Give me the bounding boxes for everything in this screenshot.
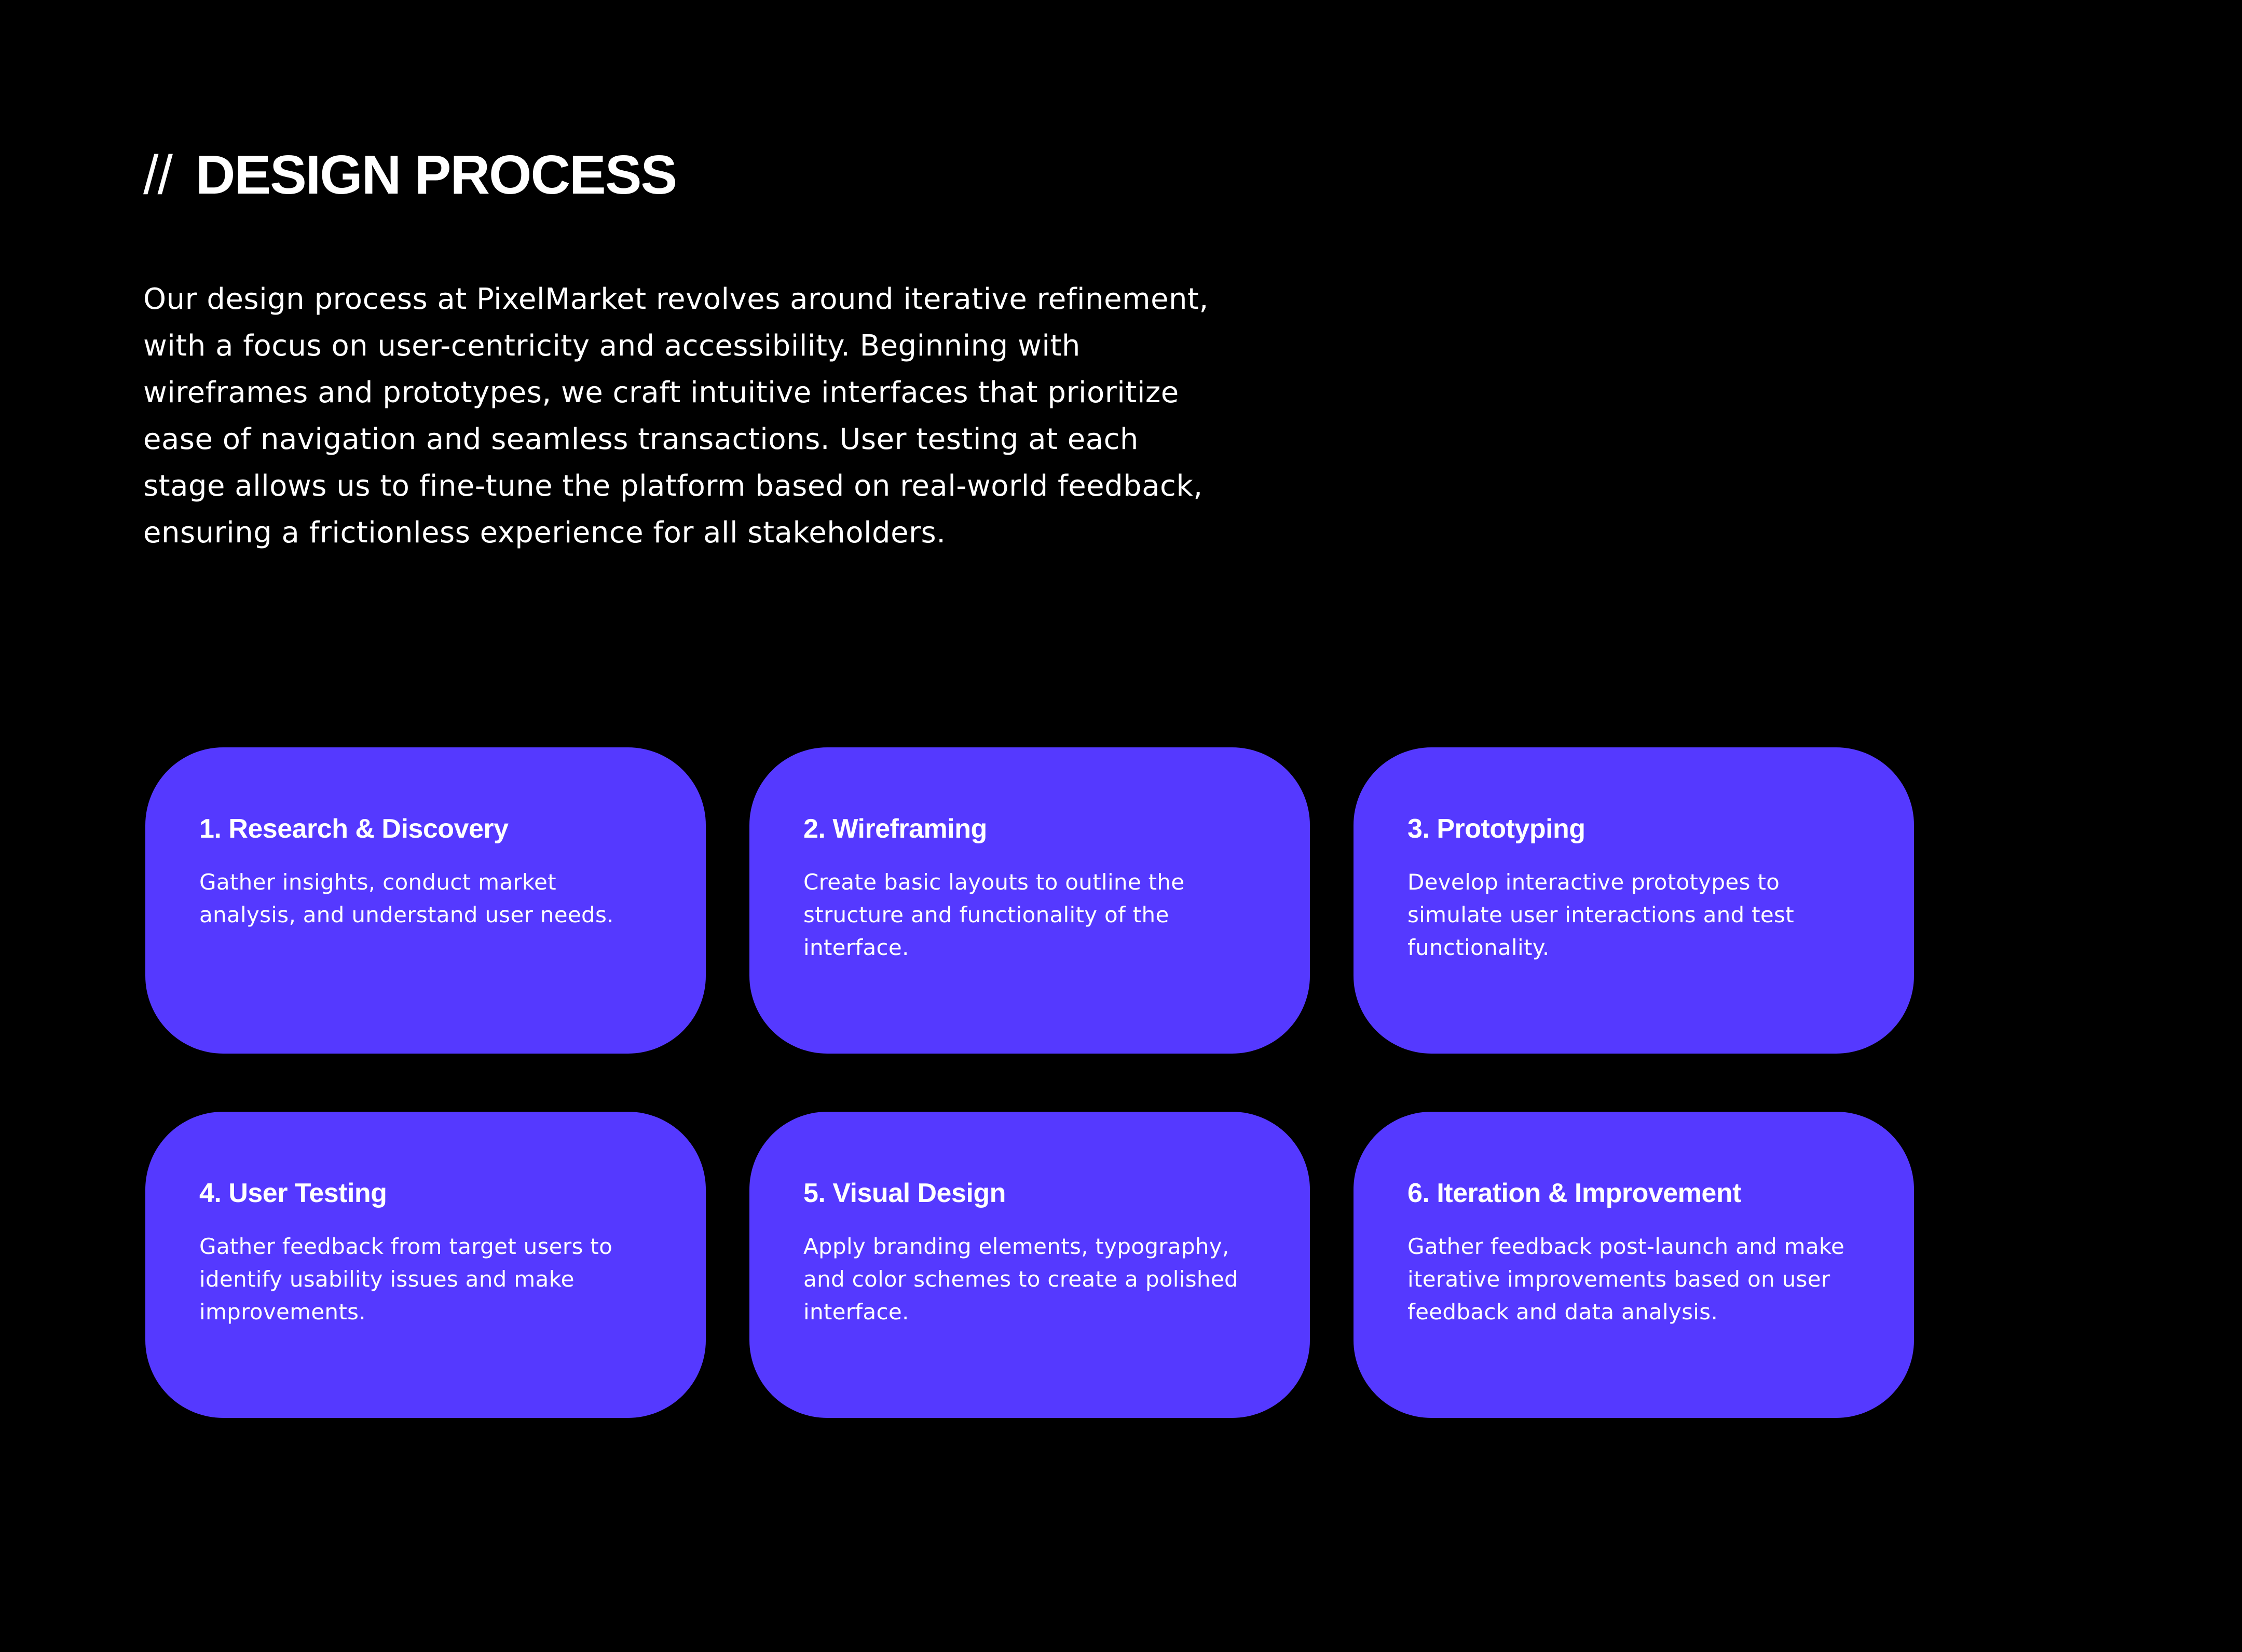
step-description: Gather insights, conduct market analysis… [199,869,614,927]
step-card-visual-design: 5. Visual Design Apply branding elements… [749,1112,1310,1418]
step-card-research: 1. Research & Discovery Gather insights,… [145,747,706,1054]
intro-paragraph: Our design process at PixelMarket revolv… [143,282,1209,550]
step-description: Apply branding elements, typography, and… [803,1234,1238,1325]
step-card-user-testing: 4. User Testing Gather feedback from tar… [145,1112,706,1418]
step-description: Develop interactive prototypes to simula… [1407,869,1795,960]
step-description: Create basic layouts to outline the stru… [803,869,1185,960]
step-title: 6. Iteration & Improvement [1407,1178,1741,1208]
title-text: DESIGN PROCESS [195,144,677,206]
step-description: Gather feedback post-launch and make ite… [1407,1234,1845,1325]
page-title: // DESIGN PROCESS [143,141,677,209]
step-title: 1. Research & Discovery [199,814,509,844]
step-title: 2. Wireframing [803,814,987,844]
step-card-iteration: 6. Iteration & Improvement Gather feedba… [1354,1112,1914,1418]
step-title: 5. Visual Design [803,1178,1006,1208]
step-title: 4. User Testing [199,1178,387,1208]
step-card-prototyping: 3. Prototyping Develop interactive proto… [1354,747,1914,1054]
step-title: 3. Prototyping [1407,814,1585,844]
step-card-wireframing: 2. Wireframing Create basic layouts to o… [749,747,1310,1054]
title-prefix: // [143,144,173,206]
step-description: Gather feedback from target users to ide… [199,1234,613,1325]
